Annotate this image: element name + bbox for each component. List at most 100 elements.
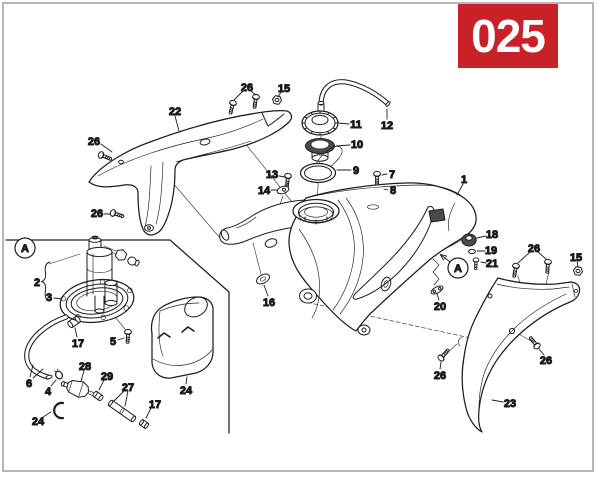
leader-line [117,337,125,341]
part-callout-11: 11 [350,119,362,131]
leader-line [537,251,547,260]
part-callout-3: 3 [46,292,52,304]
part-callout-26: 26 [88,136,100,148]
leader-line [113,390,125,402]
leader-line [491,399,504,403]
fuel-hose-part-6 [24,314,69,380]
leader-line [98,379,105,391]
bracket-2-brace [41,261,51,302]
svg-text:A: A [454,263,462,275]
screw-5 [123,328,132,345]
part-callout-28: 28 [79,361,91,373]
clamp-4 [53,368,64,380]
leader-line [74,327,78,338]
screw-26-top-b [250,93,261,110]
leader-line [436,293,440,301]
leader-line [517,251,531,264]
leader-line [439,361,442,370]
part-callout-1: 1 [461,174,467,186]
part-callout-7: 7 [389,169,395,181]
nut-15-left [271,94,283,106]
screw-26-right-a [510,262,521,279]
leader-line [185,376,188,385]
fuel-pump-assembly-part-2 [59,235,140,324]
leader-line [32,368,44,379]
circlip-24 [53,401,65,420]
funnel-part-9 [299,145,343,184]
screw-13 [282,172,293,189]
leader-line [263,284,269,297]
pump-flange-part-3 [59,278,135,324]
part-callout-17: 17 [72,338,84,350]
rubber-pad-16 [256,273,270,285]
screw-26-bottom-right [526,334,542,351]
part-callout-26: 26 [91,208,103,220]
part-callout-14: 14 [258,185,271,197]
grommet-18 [461,233,477,247]
part-callout-22: 22 [169,106,181,118]
fuel-tank-part-1 [219,182,477,336]
leader-line [476,235,487,239]
part-callout-10: 10 [351,139,363,151]
part-callout-13: 13 [266,169,278,181]
screw-26-bottom-left [436,346,452,363]
leader-line [250,90,257,96]
clamp-14 [276,185,290,195]
part-callout-4: 4 [45,386,52,398]
clamp-20 [430,258,444,295]
leader-line [53,297,63,300]
washer-19 [468,249,476,254]
fuel-cap-part-11 [301,101,339,136]
leader-line [538,348,545,356]
leader-line [174,115,180,132]
screw-26-right-b [543,258,553,275]
right-shroud-part-23 [457,277,581,433]
bushing-17-left [67,315,81,329]
part-callout-19: 19 [485,245,497,257]
leader-line [278,175,286,178]
leader-line [480,261,487,264]
part-callout-6: 6 [26,378,32,390]
part-callout-26: 26 [434,370,446,382]
part-callout-26: 26 [528,243,540,255]
part-callout-9: 9 [353,165,359,177]
cap-17-right [138,419,150,429]
leader-line [576,260,579,268]
part-callout-12: 12 [381,120,393,132]
part-callout-21: 21 [486,258,498,270]
leader-line [338,122,350,125]
page-code: 025 [471,10,546,62]
gasket-part-10 [305,138,335,162]
nut-15-right [572,265,584,277]
part-callout-24: 24 [180,385,193,397]
screw-21 [472,257,480,271]
part-callout-26: 26 [540,355,552,367]
screw-7 [373,170,381,186]
part-callout-15: 15 [278,83,290,95]
leader-line [383,188,389,191]
leader-line [233,90,244,101]
part-callout-27: 27 [122,382,134,394]
screw-26-top-a [226,99,238,116]
part-callout-18: 18 [486,229,498,241]
leader-line [124,390,129,407]
pump-guard-part-24 [150,296,214,379]
svg-text:A: A [21,243,29,255]
breather-hose-part-12 [318,79,391,107]
fuel-hose-part-27 [107,399,137,423]
part-callout-17: 17 [149,399,161,411]
part-callout-29: 29 [101,371,113,383]
part-callout-20: 20 [434,301,446,313]
detail-inset-A [5,235,230,434]
part-callout-16: 16 [263,297,275,309]
fuel-filter-part-28 [60,380,94,398]
view-marker-A: A [441,255,469,279]
leader-line [456,183,464,196]
leader-line [277,91,282,98]
part-callout-24: 24 [32,416,45,428]
leader-line [80,370,85,382]
part-callout-23: 23 [504,398,516,410]
leader-line [29,364,34,378]
